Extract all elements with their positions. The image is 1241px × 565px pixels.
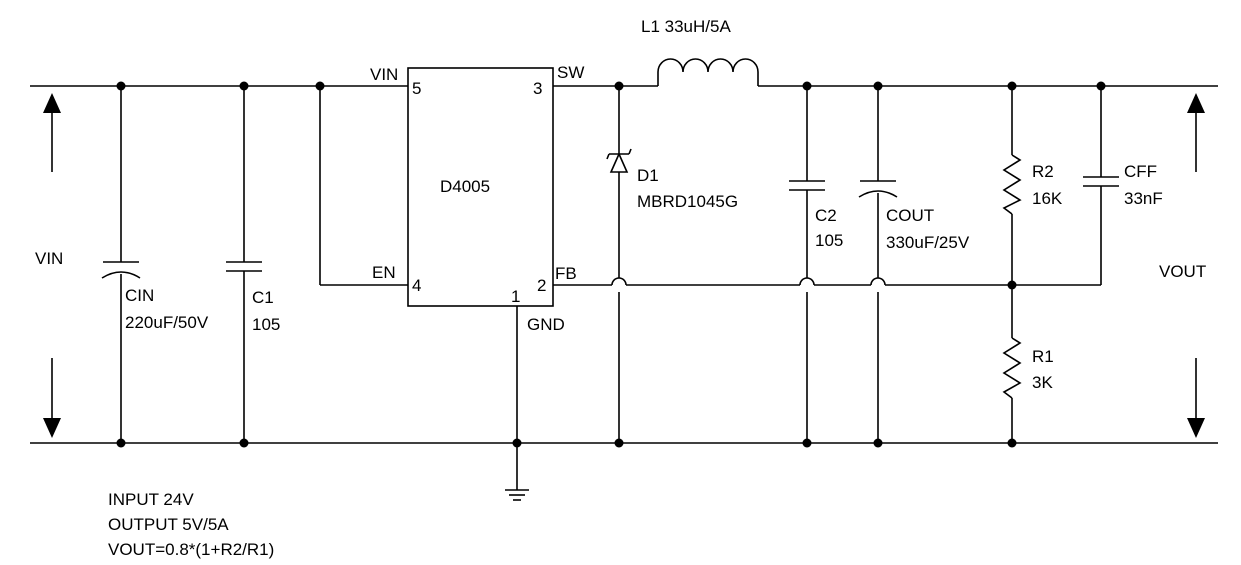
capacitor-cff-symbol (1083, 176, 1119, 187)
pin-sw-number: 3 (533, 79, 542, 98)
note-input: INPUT 24V (108, 490, 194, 509)
diode-d1-value: MBRD1045G (637, 192, 738, 211)
capacitor-c1-ref: C1 (252, 288, 274, 307)
ic-body (407, 67, 554, 307)
pin-gnd-number: 1 (511, 287, 520, 306)
inductor-l1-symbol (657, 58, 759, 86)
vout-down-arrow-icon (1187, 358, 1205, 438)
capacitor-c1-symbol (226, 261, 262, 272)
capacitor-cin-symbol (101, 261, 141, 279)
resistor-r2-symbol (1002, 154, 1022, 215)
capacitor-cout-value: 330uF/25V (886, 233, 970, 252)
vin-up-arrow-icon (43, 93, 61, 172)
resistor-r2-ref: R2 (1032, 162, 1054, 181)
capacitor-c2-value: 105 (815, 231, 843, 250)
resistor-r1-symbol (1002, 337, 1022, 399)
diode-d1-ref: D1 (637, 166, 659, 185)
pin-vin-label: VIN (370, 65, 398, 84)
vout-rail-label: VOUT (1159, 262, 1206, 281)
vin-rail-label: VIN (35, 249, 63, 268)
capacitor-cin-ref: CIN (125, 286, 154, 305)
capacitor-cout-ref: COUT (886, 206, 934, 225)
capacitor-cff-value: 33nF (1124, 189, 1163, 208)
capacitor-cout-symbol (858, 180, 898, 198)
vin-down-arrow-icon (43, 358, 61, 438)
pin-vin-number: 5 (412, 79, 421, 98)
ground-icon (505, 489, 529, 501)
capacitor-cin-value: 220uF/50V (125, 313, 209, 332)
vout-up-arrow-icon (1187, 93, 1205, 172)
inductor-l1-label: L1 33uH/5A (641, 17, 731, 36)
note-output: OUTPUT 5V/5A (108, 515, 229, 534)
pin-en-label: EN (372, 263, 396, 282)
capacitor-c1-value: 105 (252, 315, 280, 334)
pin-fb-label: FB (555, 264, 577, 283)
resistor-r2-value: 16K (1032, 189, 1063, 208)
resistor-r1-ref: R1 (1032, 347, 1054, 366)
capacitor-c2-ref: C2 (815, 206, 837, 225)
pin-en-number: 4 (412, 276, 421, 295)
note-formula: VOUT=0.8*(1+R2/R1) (108, 540, 274, 559)
capacitor-c2-symbol (789, 180, 825, 191)
ic-name: D4005 (440, 177, 490, 196)
pin-fb-number: 2 (537, 276, 546, 295)
pin-sw-label: SW (557, 63, 584, 82)
capacitor-cff-ref: CFF (1124, 162, 1157, 181)
pin-gnd-label: GND (527, 315, 565, 334)
wires (30, 85, 1218, 490)
junction-dots (116, 81, 1106, 448)
diode-d1-symbol (606, 148, 632, 173)
resistor-r1-value: 3K (1032, 373, 1053, 392)
